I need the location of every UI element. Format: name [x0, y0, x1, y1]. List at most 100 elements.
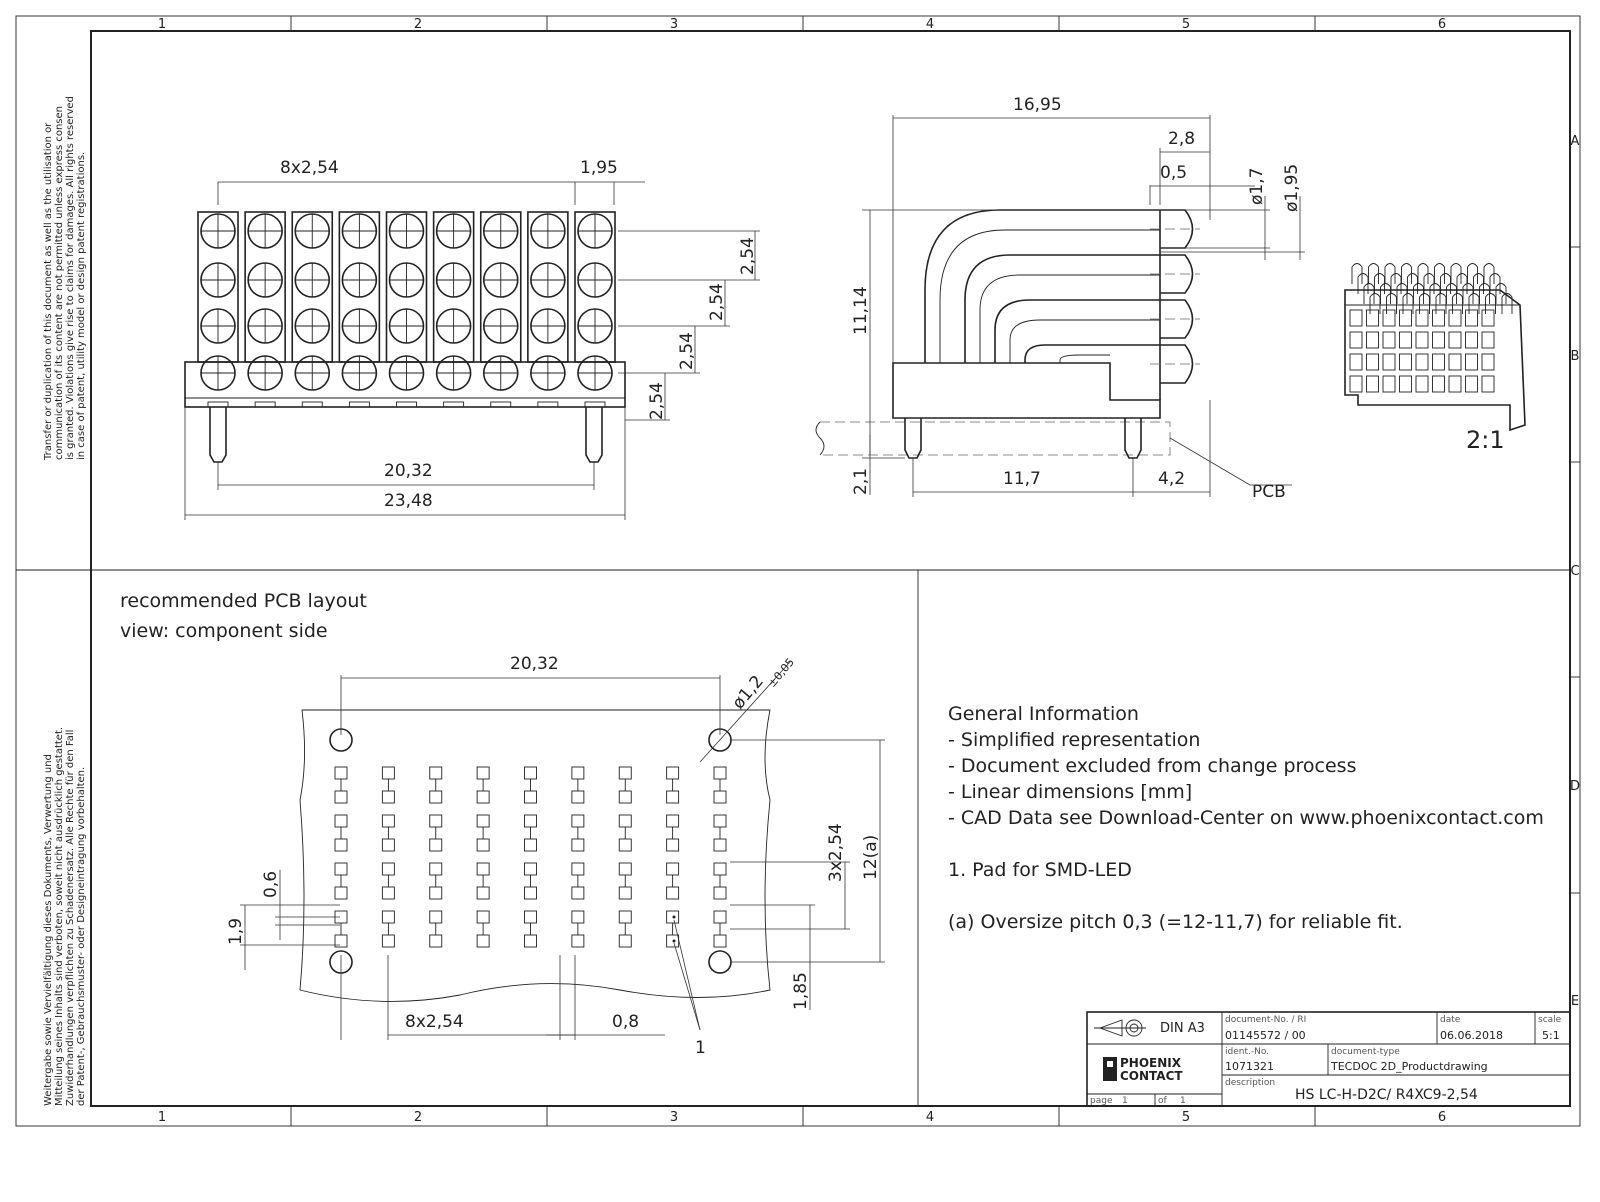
legal-line: Mitteilung seines Inhalts sind verboten,…	[54, 727, 65, 1106]
smd-pad	[666, 814, 680, 828]
pcb-dim-hole-tol: ±0,05	[765, 656, 797, 690]
frame-col-label: 6	[1438, 17, 1446, 32]
info-item: - CAD Data see Download-Center on www.ph…	[948, 807, 1544, 829]
iso-cell	[1399, 353, 1412, 371]
logo-line-1: PHOENIX	[1120, 1056, 1182, 1070]
iso-lens-tip	[1435, 293, 1447, 314]
tb-desc: HS LC-H-D2C/ R4XC9-2,54	[1295, 1087, 1478, 1103]
pcb-dim-1-9: 1,9	[226, 918, 246, 945]
frame-col-label: 6	[1438, 1110, 1446, 1125]
dim-row-1: 2,54	[738, 237, 758, 275]
smd-pad	[476, 766, 490, 780]
tb-scale-label: scale	[1538, 1015, 1562, 1025]
smd-pad	[334, 934, 348, 948]
frame-row-label: B	[1571, 349, 1580, 364]
pcb-dim-0-8: 0,8	[612, 1012, 639, 1032]
frame-col-label: 2	[414, 1110, 422, 1125]
smd-pad	[381, 766, 395, 780]
legal-line: der Patent-, Gebrauchsmuster- oder Desig…	[76, 767, 87, 1106]
legal-line: is granted. Violations give rise to clai…	[65, 96, 76, 460]
smd-pad	[618, 790, 632, 804]
frame-col-label: 1	[158, 17, 166, 32]
smd-pad	[524, 934, 537, 948]
iso-lens-tip	[1473, 273, 1484, 294]
smd-pad	[524, 838, 537, 852]
iso-cell	[1382, 309, 1396, 327]
frame-col-label: 3	[670, 17, 678, 32]
dim-row-3: 2,54	[677, 332, 697, 370]
iso-cell	[1366, 331, 1379, 349]
smd-pad	[713, 838, 727, 852]
info-item: - Linear dimensions [mm]	[948, 781, 1192, 803]
dim-dia-1-7: ø1,7	[1247, 168, 1267, 205]
legal-line: Transfer or duplication of this document…	[43, 122, 54, 461]
frame-col-label: 4	[926, 17, 934, 32]
iso-lens-tip	[1452, 293, 1463, 314]
iso-lens-tip	[1483, 263, 1495, 284]
iso-cell	[1448, 309, 1462, 327]
tb-doc-no-label: document-No. / RI	[1225, 1015, 1306, 1025]
iso-cell	[1432, 309, 1445, 327]
dim-gap: 1,95	[580, 158, 618, 178]
iso-cell	[1382, 331, 1396, 349]
smd-pad	[666, 862, 680, 876]
iso-cell	[1415, 375, 1429, 393]
smd-pad	[618, 814, 632, 828]
iso-lens-tip	[1495, 283, 1507, 304]
iso-cell	[1415, 309, 1429, 327]
pcb-outline	[299, 709, 771, 1002]
smd-pad	[429, 862, 443, 876]
smd-pad	[429, 910, 443, 924]
iso-cell	[1349, 331, 1363, 349]
base-slot	[254, 401, 276, 408]
lens-tip	[1160, 254, 1194, 294]
logo-line-2: CONTACT	[1120, 1069, 1183, 1083]
scale-label: 2:1	[1466, 426, 1505, 454]
smd-pad	[524, 766, 537, 780]
iso-lens-tip	[1386, 293, 1397, 314]
iso-lens-tip	[1401, 263, 1412, 284]
info-item: - Simplified representation	[948, 729, 1200, 751]
base-slot	[443, 401, 465, 408]
front-view: 8x2,54 1,95 2,54 2,54 2,54 2,54 20,32 23…	[184, 158, 760, 520]
dim-pitch-top: 8x2,54	[280, 158, 339, 178]
frame-col-label: 1	[158, 1110, 166, 1125]
smd-pad	[713, 814, 727, 828]
dim-width-inner: 20,32	[384, 461, 433, 481]
frame-col-label: 2	[414, 17, 422, 32]
side-housing	[892, 362, 1161, 419]
frame-row-label: D	[1570, 779, 1580, 794]
dim-height: 11,14	[851, 286, 871, 335]
smd-pad	[476, 886, 490, 900]
smd-pad	[334, 838, 348, 852]
housing-base	[184, 361, 626, 408]
legal-text-en: Transfer or duplication of this document…	[43, 96, 87, 461]
smd-pad	[429, 814, 443, 828]
lens-tip	[1160, 344, 1194, 384]
smd-pad	[524, 886, 537, 900]
smd-pad	[618, 910, 632, 924]
smd-pad	[334, 814, 348, 828]
side-view: 16,95 2,8 0,5 ø1,7 ø1,95 11,14 2,1 11,7 …	[815, 95, 1305, 502]
iso-lens-tip	[1446, 283, 1457, 304]
legal-line: Zuwiderhandlungen verpflichten zu Schade…	[65, 730, 76, 1106]
phoenix-contact-logo: PHOENIX CONTACT	[1103, 1056, 1183, 1083]
smd-pad	[666, 790, 680, 804]
pcb-callout-1: 1	[695, 1038, 706, 1058]
lens-tip	[1160, 299, 1194, 339]
iso-cell	[1382, 353, 1396, 371]
smd-pad	[429, 790, 443, 804]
iso-lens-tip	[1489, 273, 1501, 294]
smd-pad	[381, 790, 395, 804]
smd-pad	[524, 814, 537, 828]
dim-dia-1-95: ø1,95	[1282, 164, 1302, 212]
pcb-dim-8x: 8x2,54	[405, 1012, 464, 1032]
frame-col-label: 5	[1182, 1110, 1190, 1125]
smd-pad	[713, 934, 727, 948]
smd-pad	[571, 838, 585, 852]
smd-pad	[476, 814, 490, 828]
iso-cell	[1415, 353, 1429, 371]
pcb-layout-view: recommended PCB layout view: component s…	[120, 590, 885, 1058]
tb-doctype: TECDOC 2D_Productdrawing	[1330, 1060, 1488, 1073]
